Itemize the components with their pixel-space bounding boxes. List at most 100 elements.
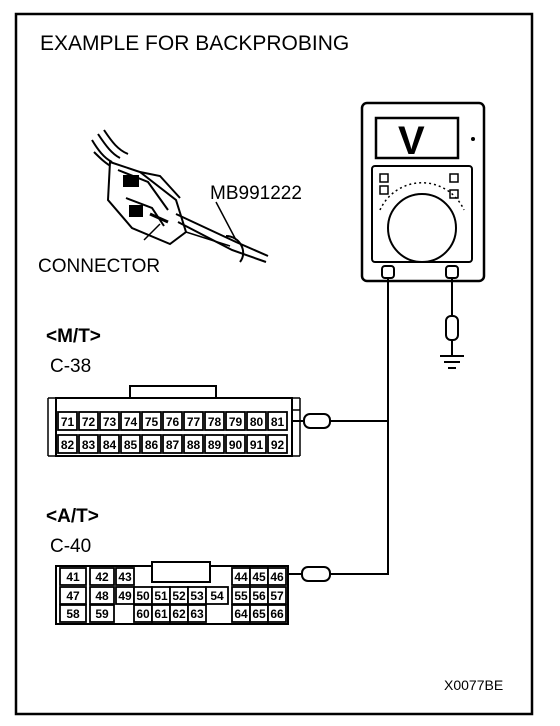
pin-cell-50: 50 — [133, 586, 153, 605]
pin-cell-46: 46 — [267, 567, 287, 586]
pin-cell-80: 80 — [246, 411, 267, 431]
figure-title: EXAMPLE FOR BACKPROBING — [40, 32, 349, 55]
pin-number: 89 — [208, 438, 222, 452]
pin-box — [59, 604, 87, 623]
pin-cell-72: 72 — [78, 411, 99, 431]
pin-number: 74 — [124, 415, 138, 429]
pin-number: 71 — [61, 415, 75, 429]
pin-box — [267, 586, 287, 605]
pin-number: 42 — [95, 570, 109, 584]
pin-box — [267, 411, 288, 431]
pin-number: 91 — [250, 438, 264, 452]
pin-cell-48: 48 — [89, 586, 115, 605]
pin-number: 63 — [190, 607, 204, 621]
com-jack — [381, 265, 395, 279]
pin-cell-51: 51 — [151, 586, 171, 605]
figure-frame — [14, 12, 534, 716]
pin-cell-49: 49 — [115, 586, 135, 605]
pin-number: 82 — [61, 438, 75, 452]
pin-number: 75 — [145, 415, 159, 429]
pin-box — [183, 434, 204, 454]
pin-cell-56: 56 — [249, 586, 269, 605]
pin-number: 66 — [270, 607, 284, 621]
pin-box — [99, 434, 120, 454]
multimeter-display — [374, 116, 460, 160]
pin-number: 47 — [66, 589, 80, 603]
pin-number: 73 — [103, 415, 117, 429]
pin-box — [89, 586, 115, 605]
pin-box — [89, 567, 115, 586]
pin-box — [78, 411, 99, 431]
c38-lock-tab — [129, 385, 217, 399]
c40-lock-tab — [151, 561, 211, 583]
pin-box — [141, 411, 162, 431]
pin-number: 83 — [82, 438, 96, 452]
pin-number: 64 — [234, 607, 248, 621]
pin-number: 60 — [136, 607, 150, 621]
pin-box — [267, 567, 287, 586]
pin-number: 52 — [172, 589, 186, 603]
tool-label: MB991222 — [210, 183, 302, 204]
v-jack — [445, 265, 459, 279]
ground-lead — [440, 278, 464, 369]
pin-number: 48 — [95, 589, 109, 603]
pin-cell-85: 85 — [120, 434, 141, 454]
pin-cell-84: 84 — [99, 434, 120, 454]
pin-cell-42: 42 — [89, 567, 115, 586]
pin-number: 50 — [136, 589, 150, 603]
pin-box — [141, 434, 162, 454]
pin-number: 65 — [252, 607, 266, 621]
pin-number: 53 — [190, 589, 204, 603]
pin-cell-91: 91 — [246, 434, 267, 454]
pin-cell-64: 64 — [231, 604, 251, 623]
pin-cell-54: 54 — [205, 586, 229, 605]
pin-number: 77 — [187, 415, 201, 429]
pin-box — [120, 434, 141, 454]
pin-number: 72 — [82, 415, 96, 429]
pin-cell-77: 77 — [183, 411, 204, 431]
pin-number: 59 — [95, 607, 109, 621]
pin-cell-53: 53 — [187, 586, 207, 605]
pin-cell-82: 82 — [57, 434, 78, 454]
connector-label: CONNECTOR — [38, 256, 160, 277]
pin-number: 54 — [210, 589, 224, 603]
pin-number: 49 — [118, 589, 132, 603]
pin-cell-57: 57 — [267, 586, 287, 605]
pin-cell-47: 47 — [59, 586, 87, 605]
pin-cell-88: 88 — [183, 434, 204, 454]
pin-cell-63: 63 — [187, 604, 207, 623]
at-connector-id: C-40 — [50, 536, 91, 557]
pin-cell-83: 83 — [78, 434, 99, 454]
pin-box — [246, 411, 267, 431]
pin-box — [57, 434, 78, 454]
pin-cell-92: 92 — [267, 434, 288, 454]
pin-box — [115, 567, 135, 586]
pin-number: 43 — [118, 570, 132, 584]
at-transmission-label: <A/T> — [46, 506, 99, 527]
pin-cell-89: 89 — [204, 434, 225, 454]
pin-cell-87: 87 — [162, 434, 183, 454]
pin-cell-65: 65 — [249, 604, 269, 623]
pin-number: 45 — [252, 570, 266, 584]
pin-box — [205, 586, 229, 605]
pin-number: 46 — [270, 570, 284, 584]
pin-box — [120, 411, 141, 431]
mt-transmission-label: <M/T> — [46, 326, 101, 347]
pin-box — [187, 604, 207, 623]
pin-cell-90: 90 — [225, 434, 246, 454]
pin-number: 55 — [234, 589, 248, 603]
pin-cell-81: 81 — [267, 411, 288, 431]
pin-box — [57, 411, 78, 431]
pin-box — [99, 411, 120, 431]
pin-box — [204, 434, 225, 454]
probe-pin-46 — [288, 566, 331, 582]
pin-number: 85 — [124, 438, 138, 452]
pin-box — [59, 567, 87, 586]
pin-cell-41: 41 — [59, 567, 87, 586]
mt-connector-id: C-38 — [50, 356, 91, 377]
pin-number: 41 — [66, 570, 80, 584]
pin-number: 80 — [250, 415, 264, 429]
pin-cell-66: 66 — [267, 604, 287, 623]
